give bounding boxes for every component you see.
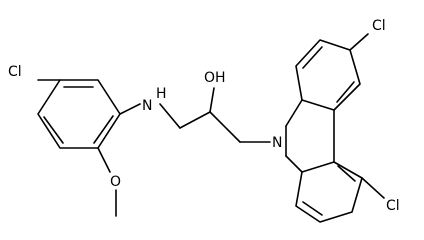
- atom-carbazole-n: N: [272, 135, 282, 151]
- atom-nh-n: N: [142, 98, 152, 114]
- bond-ch2-choh: [179, 111, 211, 129]
- lower-ring-double-1: [302, 201, 323, 216]
- carbazole-five-ring: [285, 99, 335, 173]
- atom-o-methoxy: O: [110, 174, 121, 190]
- left-ring-double-3: [43, 116, 64, 144]
- atom-cl-left: Cl: [8, 64, 22, 80]
- left-ring-double-2: [93, 115, 114, 144]
- bond-ring-o: [97, 147, 111, 173]
- carbazole-upper-ring: [295, 39, 361, 111]
- upper-ring-double-1: [302, 46, 323, 69]
- atom-cl-bottom-right: Cl: [386, 198, 400, 214]
- atom-cl-top-right: Cl: [372, 18, 386, 34]
- atom-oh: OH: [204, 70, 226, 86]
- atom-nh-h: H: [156, 86, 167, 102]
- upper-ring-double-2: [336, 81, 355, 103]
- bonds: [37, 33, 385, 223]
- bond-nh-ch2: [159, 103, 181, 129]
- bond-choh-oh: [209, 87, 215, 113]
- carbazole-lower-ring: [295, 161, 363, 223]
- bond-ring-nh: [119, 103, 141, 115]
- lower-ring-double-2: [337, 165, 356, 182]
- bond-choh-ch2: [209, 111, 241, 143]
- left-ring: [37, 79, 121, 149]
- bond-cl-top: [349, 33, 369, 51]
- bond-cl-bottom: [361, 177, 385, 199]
